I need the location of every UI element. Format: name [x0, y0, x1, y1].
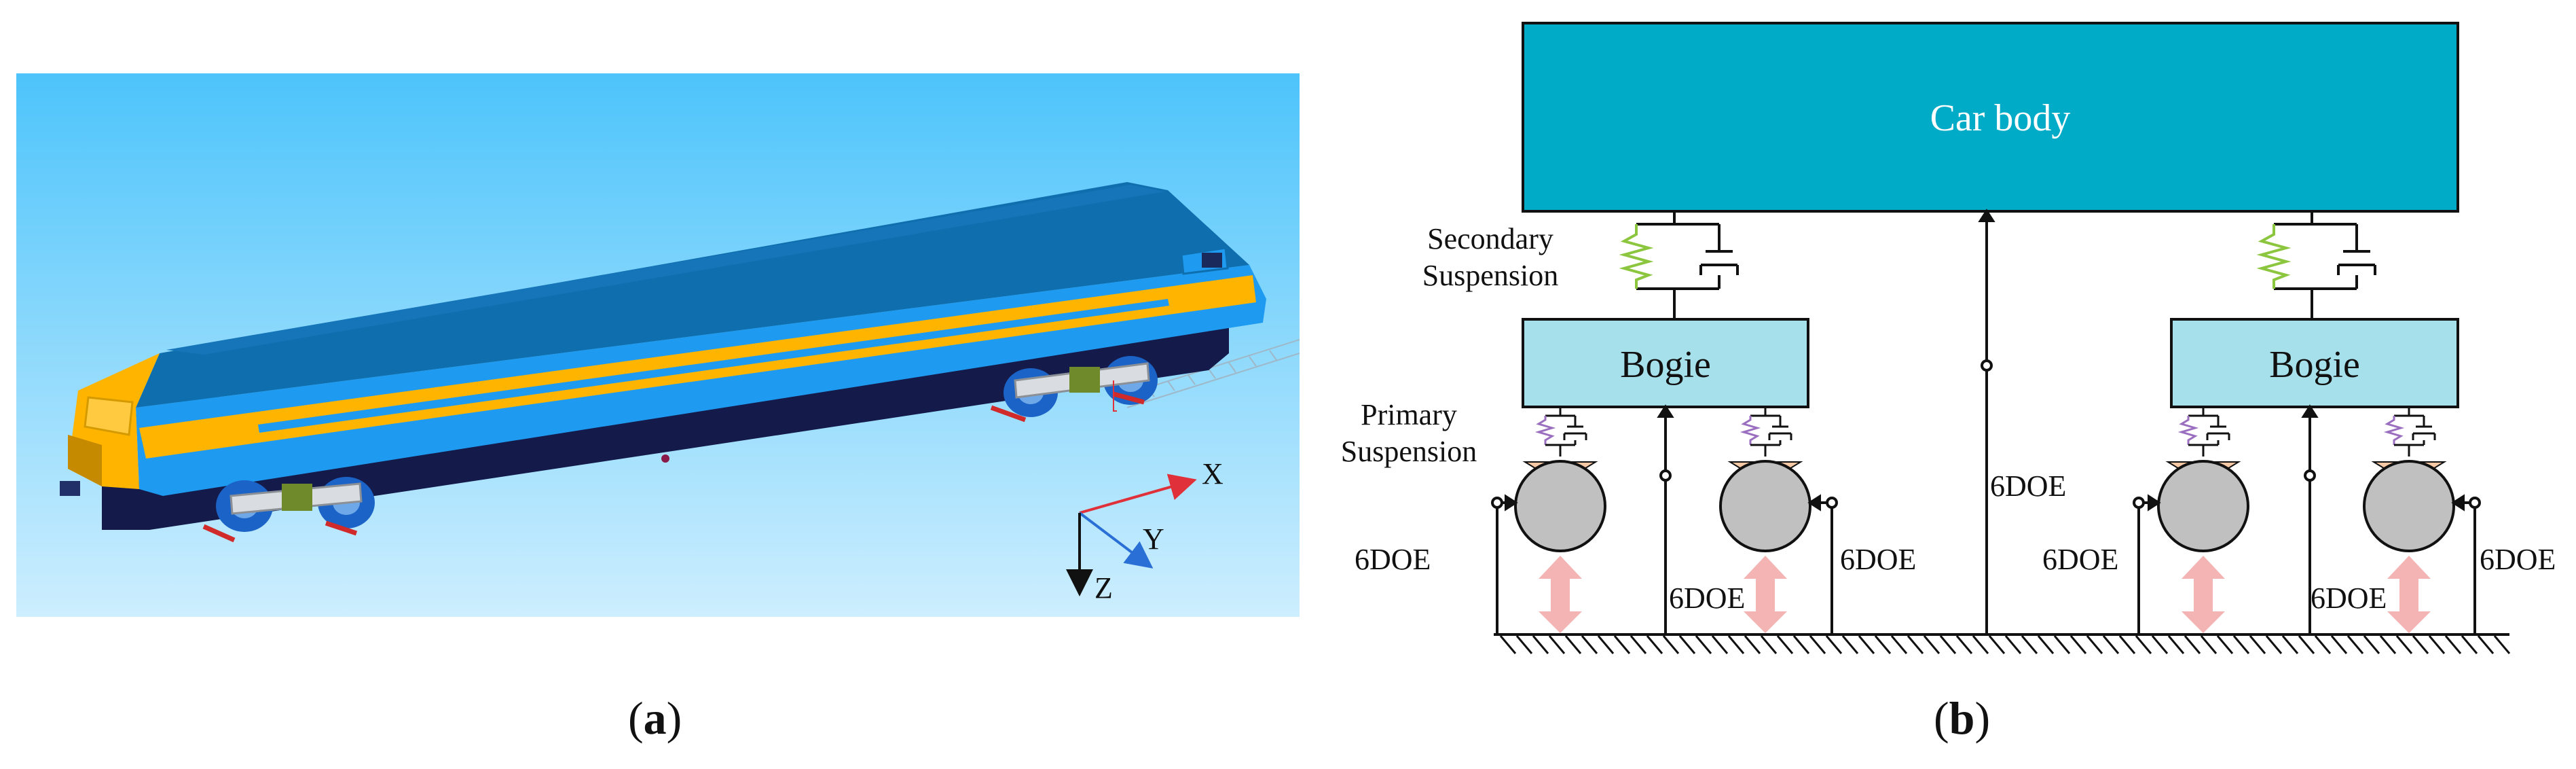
- coordinate-axes: X Y Z: [1066, 457, 1223, 605]
- dof-arrow-wheel-1: [1491, 494, 1518, 634]
- caption-a-close: ): [666, 692, 682, 744]
- bogie-label-left: Bogie: [1620, 344, 1711, 386]
- y-axis-label: Y: [1143, 522, 1164, 556]
- secondary-spring-left: [1619, 224, 1654, 289]
- primary-suspension-4: [2383, 407, 2436, 457]
- wheel-2: [1719, 460, 1811, 552]
- x-axis-line: [1079, 473, 1197, 514]
- car-body-box: [1522, 22, 2459, 213]
- dof-label-wheel-4: 6DOE: [2480, 543, 2556, 576]
- bogie-box-right: [2170, 318, 2459, 408]
- dof-label-bogie-1: 6DOE: [1669, 582, 1745, 615]
- window-band: [258, 299, 1169, 433]
- caption-b-letter: b: [1949, 692, 1975, 744]
- rear-cab-vent: [1202, 253, 1222, 268]
- dof-arrow-car-body: [1978, 209, 1995, 634]
- center-of-mass-marker: [661, 454, 669, 463]
- bogie-model-front: [202, 477, 375, 543]
- bogie-box-left: [1522, 318, 1809, 408]
- caption-a-open: (: [628, 692, 644, 744]
- underframe: [102, 326, 1229, 530]
- ground: [1494, 633, 2511, 654]
- dof-label-wheel-3: 6DOE: [2042, 543, 2118, 576]
- wheel-4: [2363, 460, 2455, 552]
- car-body-label: Car body: [1930, 97, 2071, 139]
- track-excitation-arrow-4: [2387, 556, 2431, 633]
- wheelsets: [1514, 460, 2455, 633]
- coupler: [60, 481, 80, 496]
- roof-top: [166, 185, 1164, 355]
- caption-a: (a): [628, 692, 682, 745]
- caption-a-letter: a: [643, 692, 667, 744]
- caption-b-open: (: [1934, 692, 1949, 744]
- dof-arrow-bogie-right: [2301, 404, 2319, 634]
- dof-label-wheel-2: 6DOE: [1840, 543, 1916, 576]
- primary-suspension-label-2: Suspension: [1341, 435, 1477, 468]
- bogie-model-rear: [990, 356, 1158, 423]
- track-excitation-arrow-1: [1539, 556, 1582, 633]
- dof-label-car-body: 6DOE: [1990, 469, 2066, 503]
- cab-nose-shade: [68, 435, 102, 486]
- cab-windshield: [84, 396, 134, 436]
- wheel-1: [1514, 460, 1606, 552]
- track-excitation-arrow-2: [1744, 556, 1787, 633]
- primary-suspension-3: [2177, 407, 2230, 457]
- car-roof: [136, 182, 1249, 408]
- secondary-spring-right: [2256, 224, 2292, 289]
- caption-b: (b): [1934, 692, 1990, 745]
- wheel-3: [2157, 460, 2249, 552]
- primary-suspension-1: [1534, 407, 1587, 457]
- primary-suspension-units: [1534, 407, 2436, 457]
- dof-indicators: [1491, 209, 2481, 634]
- panel-b-dynamics-diagram: Car body: [1341, 22, 2556, 654]
- x-axis-label: X: [1202, 457, 1223, 490]
- secondary-suspension-label-1: Secondary: [1427, 222, 1553, 255]
- primary-suspension-2: [1740, 407, 1792, 457]
- z-axis-label: Z: [1094, 571, 1113, 605]
- track-excitation-arrow-3: [2182, 556, 2225, 633]
- dof-arrow-wheel-3: [2133, 494, 2161, 634]
- dof-arrow-wheel-2: [1807, 494, 1838, 634]
- bogie-label-right: Bogie: [2269, 344, 2360, 386]
- dof-arrow-bogie-left: [1657, 404, 1674, 634]
- dof-label-bogie-2: 6DOE: [2311, 582, 2387, 615]
- secondary-suspension-label-2: Suspension: [1422, 259, 1558, 292]
- secondary-suspension-left: [1636, 211, 1739, 319]
- primary-suspension-label-1: Primary: [1361, 398, 1457, 431]
- panel-a-train-model: X Y Z: [16, 73, 1300, 617]
- dof-arrow-wheel-4: [2451, 494, 2481, 634]
- dof-label-wheel-1: 6DOE: [1355, 543, 1431, 576]
- caption-b-close: ): [1974, 692, 1991, 744]
- y-axis-line: [1078, 512, 1154, 569]
- secondary-suspension-right: [2274, 211, 2376, 319]
